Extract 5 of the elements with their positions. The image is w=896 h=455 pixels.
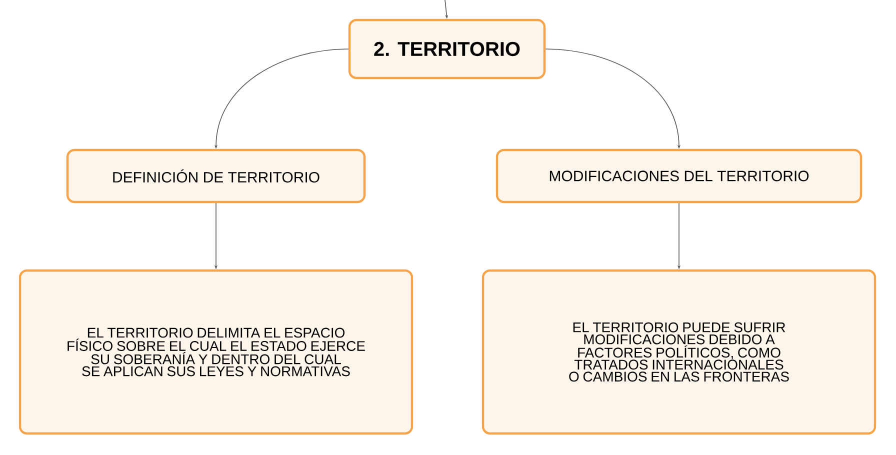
description-box: EL TERRITORIO DELIMITA EL ESPACIO FÍSICO SOBRE EL CUAL EL ESTADO EJERCE SU SOBERANÍA Y DENTRO DEL CUAL SE APLICAN SUS LEYES Y NORMATIVAS bbox=[18, 269, 414, 435]
topic-box: DEFINICIÓN DE TERRITORIO bbox=[66, 148, 366, 204]
description-box: EL TERRITORIO PUEDE SUFRIR MODIFICACIONES DEBIDO A FACTORES POLÍTICOS, COMO TRATADOS INTERNACIONALES O CAMBIOS EN LAS FRONTERAS bbox=[482, 269, 876, 435]
title-box: 2. TERRITORIO bbox=[348, 18, 546, 80]
topic-box: MODIFICACIONES DEL TERRITORIO bbox=[496, 148, 862, 204]
